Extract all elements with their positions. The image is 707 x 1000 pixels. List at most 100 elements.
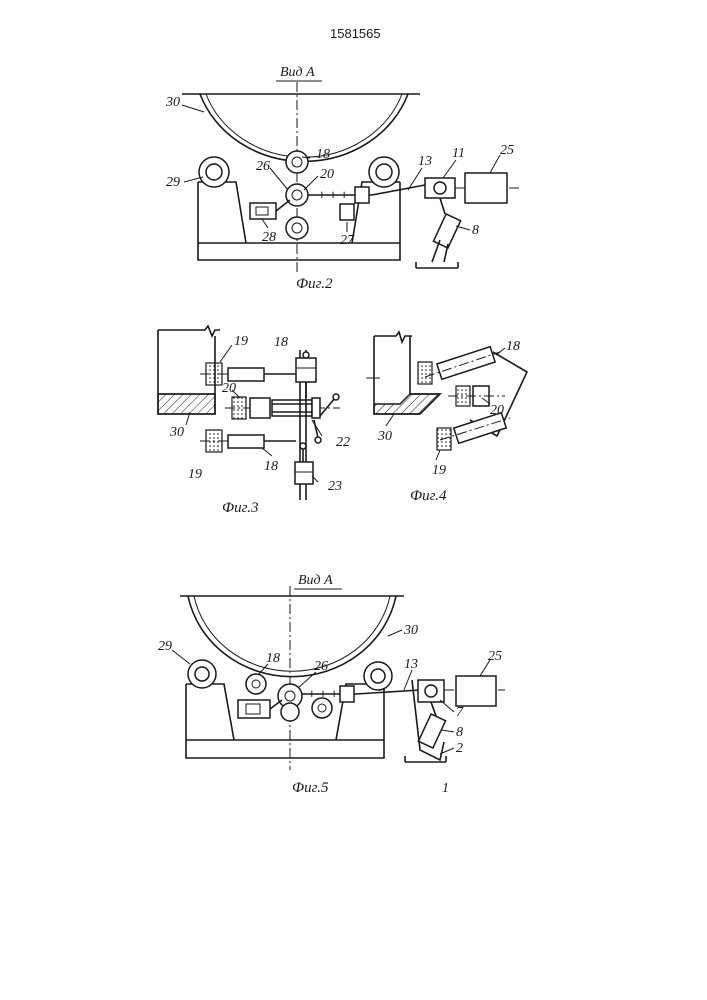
fig4-label-20: 20 — [490, 403, 504, 418]
fig5-wheel-low — [281, 703, 299, 721]
fig2-cyl-link — [440, 198, 445, 214]
fig5-leader-30 — [388, 630, 402, 636]
fig3-lever-pin — [333, 394, 339, 400]
fig4-label-18: 18 — [506, 339, 520, 354]
fig2-cylinder-8 — [433, 214, 460, 248]
fig5-label-8: 8 — [456, 725, 463, 740]
fig4-wall-hatch — [374, 394, 440, 414]
fig3-top-cylinder-pin — [303, 352, 309, 358]
fig5-left-actuator-link — [270, 700, 282, 709]
fig4-leader-30 — [386, 414, 394, 426]
fig3-break-line — [158, 326, 220, 336]
fig2-stand-base — [416, 262, 458, 268]
fig2-left-actuator — [250, 203, 276, 219]
fig3-label-18-top: 18 — [274, 335, 288, 350]
fig2-motor — [465, 173, 507, 203]
fig4-caption: Фиг.4 — [410, 488, 447, 504]
fig3-bottom-pin — [315, 437, 321, 443]
patent-number: 1581565 — [330, 26, 381, 41]
fig2-label-30: 30 — [165, 95, 180, 110]
fig3-leader-19a — [220, 345, 232, 362]
fig5-ladle-bowl-inner — [194, 596, 390, 671]
fig5-label-30: 30 — [403, 623, 418, 638]
fig5-label-7: 7 — [456, 705, 464, 720]
fig3-label-20: 20 — [222, 381, 236, 396]
fig2-view-label: Вид А — [280, 65, 315, 80]
fig3-label-19-top: 19 — [234, 334, 248, 349]
fig2-label-20: 20 — [320, 167, 334, 182]
fig2-left-actuator-link — [276, 200, 290, 211]
fig3-caption: Фиг.3 — [222, 500, 258, 516]
fig5-view-label: Вид А — [298, 573, 333, 588]
fig5-label-2: 2 — [456, 741, 463, 756]
fig5-label-29: 29 — [158, 639, 172, 654]
fig3-wall-hatch — [158, 394, 215, 414]
fig3-label-30: 30 — [169, 425, 184, 440]
fig2-wheel-center — [286, 184, 308, 206]
figure-3: 19 18 20 30 22 19 18 23 Фиг.3 — [158, 326, 350, 516]
fig2-right-trunnion-inner — [376, 164, 392, 180]
fig3-label-18-bottom: 18 — [264, 459, 278, 474]
fig2-ladle-bowl-inner — [206, 94, 402, 157]
fig3-label-23: 23 — [328, 479, 342, 494]
fig3-shaft-flange — [312, 398, 320, 418]
fig2-coupling-box — [355, 187, 369, 203]
fig3-cylinder-23 — [295, 462, 313, 484]
fig5-label-18: 18 — [266, 651, 280, 666]
fig2-leader-30 — [182, 105, 204, 112]
fig5-label-26: 26 — [314, 659, 328, 674]
fig2-label-25: 25 — [500, 143, 514, 158]
fig5-ladle-bowl — [188, 596, 396, 677]
fig3-motor-20 — [250, 398, 270, 418]
fig2-wheel-bottom — [286, 217, 308, 239]
fig2-label-26: 26 — [256, 159, 270, 174]
figure-2: Вид А + + + + — [165, 65, 520, 292]
fig2-leader-28 — [262, 219, 268, 228]
fig2-cylinder-27 — [340, 204, 354, 220]
figure-4: 18 20 30 19 Фиг.4 — [366, 332, 527, 504]
fig2-leader-20 — [304, 176, 318, 190]
fig2-left-trunnion-inner — [206, 164, 222, 180]
fig2-label-27: 27 — [340, 233, 355, 248]
fig5-label-1: 1 — [442, 781, 449, 796]
figure-5: Вид А + + + — [158, 573, 505, 796]
fig5-leader-29 — [172, 650, 190, 664]
fig2-label-29: 29 — [166, 175, 180, 190]
fig4-leader-18 — [496, 348, 505, 355]
fig5-right-trunnion-inner — [371, 669, 385, 683]
fig2-leader-11 — [443, 160, 456, 178]
fig5-wheel-right — [312, 698, 332, 718]
fig3-label-22: 22 — [336, 435, 350, 450]
fig5-left-trunnion-inner — [195, 667, 209, 681]
fig2-label-18: 18 — [316, 147, 330, 162]
fig2-drive-gear — [434, 182, 446, 194]
fig4-break-line — [374, 332, 412, 342]
fig4-block-19-top — [418, 362, 432, 384]
fig5-link-rod — [356, 690, 420, 694]
fig5-wheel-18 — [246, 674, 266, 694]
fig5-coupling-marks: + + + — [308, 686, 338, 701]
fig3-leader-18b — [262, 448, 272, 456]
fig2-caption: Фиг.2 — [296, 276, 333, 292]
fig2-label-28: 28 — [262, 230, 276, 245]
fig5-leader-8 — [442, 730, 454, 732]
fig3-top-cylinder — [296, 358, 316, 382]
fig5-motor — [456, 676, 496, 706]
fig2-ladle-bowl — [200, 94, 408, 161]
fig4-label-30: 30 — [377, 429, 392, 444]
fig3-bottom-pin-2 — [300, 443, 306, 449]
fig2-left-support — [198, 182, 246, 243]
fig5-label-25: 25 — [488, 649, 502, 664]
fig5-drive-gear — [425, 685, 437, 697]
fig5-leader-13 — [404, 670, 412, 690]
fig5-caption: Фиг.5 — [292, 780, 329, 796]
fig3-arm-top — [228, 368, 264, 381]
fig5-left-support — [186, 684, 234, 740]
fig5-label-13: 13 — [404, 657, 418, 672]
fig5-leader-7 — [440, 700, 454, 712]
fig5-cylinder-8 — [418, 714, 445, 748]
fig3-label-19-bottom: 19 — [188, 467, 202, 482]
fig2-label-13: 13 — [418, 154, 432, 169]
fig5-left-actuator — [238, 700, 270, 718]
